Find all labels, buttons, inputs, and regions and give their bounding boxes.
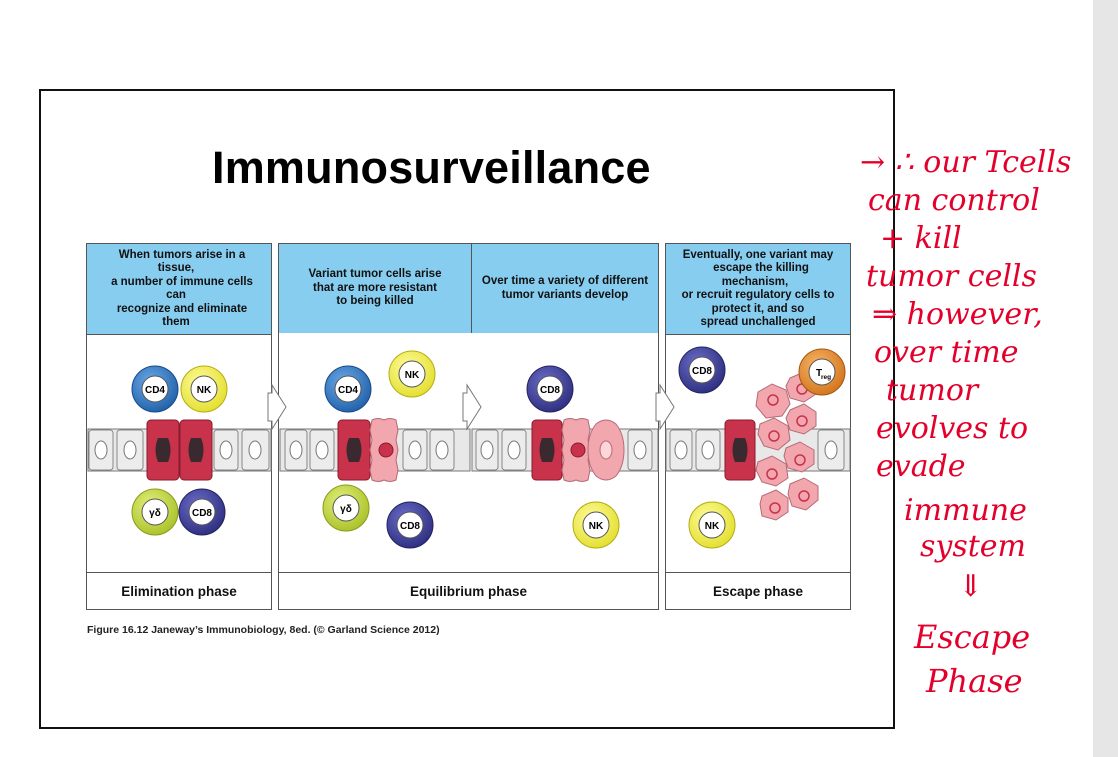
svg-text:→ ∴ our Tcells: → ∴ our Tcells bbox=[860, 145, 1071, 180]
panel-header-1: When tumors arise in a tissue,a number o… bbox=[87, 244, 271, 335]
handwritten-notes: → ∴ our Tcells can control + kill tumor … bbox=[860, 145, 1071, 700]
svg-text:Escape: Escape bbox=[913, 618, 1030, 656]
svg-text:CD4: CD4 bbox=[145, 385, 165, 396]
panel-arrows bbox=[267, 383, 675, 431]
nk-cell: NK bbox=[572, 501, 620, 549]
svg-text:⇓: ⇓ bbox=[958, 569, 983, 604]
svg-text:CD8: CD8 bbox=[400, 521, 420, 532]
svg-text:evade: evade bbox=[876, 449, 966, 484]
svg-text:system: system bbox=[920, 529, 1026, 564]
svg-text:CD8: CD8 bbox=[540, 385, 560, 396]
svg-text:CD8: CD8 bbox=[692, 366, 712, 377]
nk-cell: NK bbox=[388, 350, 436, 398]
epithelium-panel-1 bbox=[87, 419, 272, 481]
svg-text:can control: can control bbox=[868, 183, 1040, 218]
svg-text:NK: NK bbox=[705, 521, 720, 532]
svg-text:tumor cells: tumor cells bbox=[866, 259, 1037, 294]
svg-text:reg: reg bbox=[821, 374, 831, 381]
svg-text:over time: over time bbox=[874, 335, 1019, 370]
treg-cell: T reg bbox=[798, 348, 846, 396]
svg-text:CD4: CD4 bbox=[338, 385, 358, 396]
epithelium-panel-4 bbox=[665, 371, 851, 521]
cd8-cell: CD8 bbox=[678, 346, 726, 394]
svg-text:⇒ however,: ⇒ however, bbox=[872, 297, 1043, 332]
svg-text:immune: immune bbox=[904, 493, 1027, 528]
cd4-cell: CD4 bbox=[131, 365, 179, 413]
svg-text:NK: NK bbox=[589, 521, 604, 532]
cd8-cell: CD8 bbox=[386, 501, 434, 549]
svg-text:γδ: γδ bbox=[340, 504, 352, 515]
gd-cell: γδ bbox=[131, 488, 179, 536]
epithelium-panel-3 bbox=[471, 418, 659, 482]
figure-caption: Figure 16.12 Janeway’s Immunobiology, 8e… bbox=[87, 624, 440, 636]
svg-text:+ kill: + kill bbox=[880, 221, 962, 256]
svg-text:Phase: Phase bbox=[925, 662, 1023, 700]
cd4-cell: CD4 bbox=[324, 365, 372, 413]
nk-cell: NK bbox=[180, 365, 228, 413]
svg-text:NK: NK bbox=[197, 385, 212, 396]
cd8-cell: CD8 bbox=[178, 488, 226, 536]
scrollbar[interactable] bbox=[1093, 0, 1118, 757]
gd-cell: γδ bbox=[322, 484, 370, 532]
cd8-cell: CD8 bbox=[526, 365, 574, 413]
phase-label-equilibrium: Equilibrium phase bbox=[279, 572, 658, 610]
slide-title: Immunosurveillance bbox=[212, 142, 651, 193]
svg-text:γδ: γδ bbox=[149, 508, 161, 519]
epithelium-panel-2 bbox=[279, 418, 471, 482]
svg-text:tumor: tumor bbox=[886, 373, 980, 408]
phase-label-escape: Escape phase bbox=[666, 572, 850, 610]
phase-label-elimination: Elimination phase bbox=[87, 572, 271, 610]
nk-cell: NK bbox=[688, 501, 736, 549]
svg-text:T: T bbox=[816, 368, 822, 379]
svg-text:CD8: CD8 bbox=[192, 508, 212, 519]
svg-text:evolves to: evolves to bbox=[876, 411, 1028, 446]
svg-text:NK: NK bbox=[405, 370, 420, 381]
